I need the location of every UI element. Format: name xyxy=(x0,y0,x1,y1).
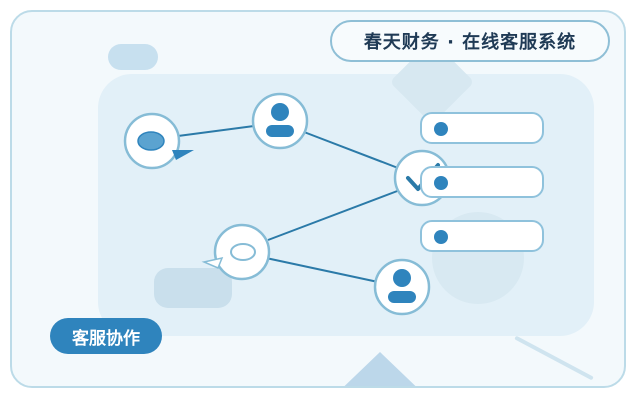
list-item xyxy=(420,220,544,252)
user-icon xyxy=(373,258,431,316)
chat-bubble-outline-icon xyxy=(201,223,271,281)
list-item xyxy=(420,166,544,198)
connectors xyxy=(177,125,401,283)
connector-line xyxy=(265,257,379,283)
page-title: 春天财务 · 在线客服系统 xyxy=(330,20,610,62)
connector-line xyxy=(267,189,401,241)
connector-line xyxy=(303,131,399,169)
chat-bubble-icon xyxy=(123,112,194,170)
decor-triangle xyxy=(330,352,430,386)
user-icon xyxy=(251,92,309,150)
bullet-dot-icon xyxy=(434,176,448,190)
connector-line xyxy=(177,125,255,137)
decor-pill xyxy=(108,44,158,70)
bullet-dot-icon xyxy=(434,122,448,136)
bullet-dot-icon xyxy=(434,230,448,244)
decor-pill xyxy=(154,268,232,308)
list-item xyxy=(420,112,544,144)
collab-badge: 客服协作 xyxy=(50,318,162,354)
